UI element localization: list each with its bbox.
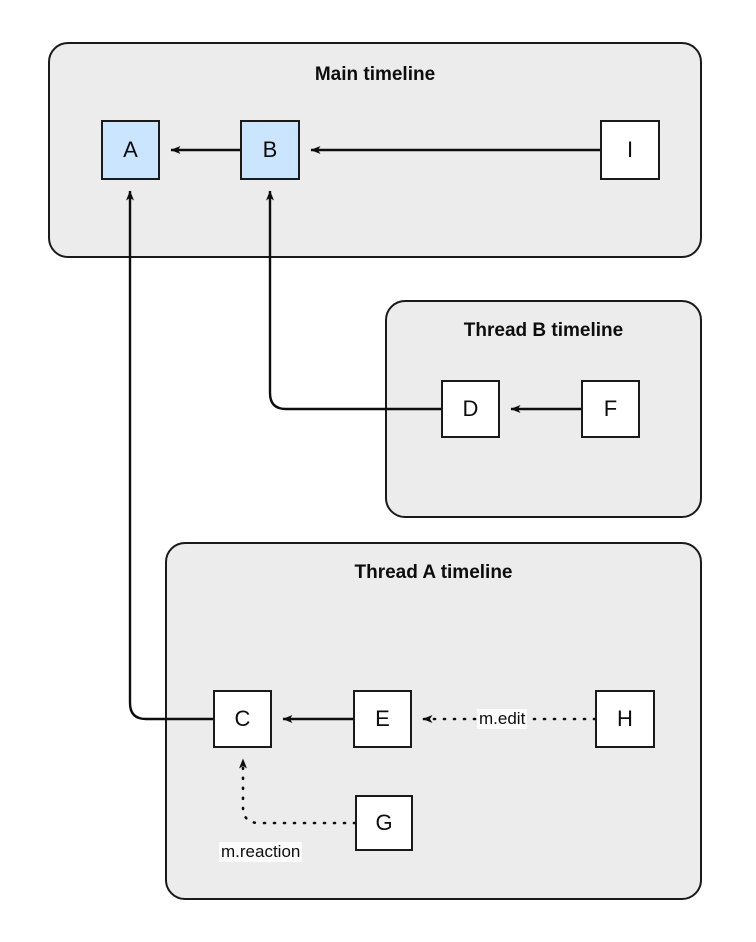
event-node-h-label: H [617,706,633,731]
event-node-e[interactable]: E [353,690,412,748]
event-node-f[interactable]: F [581,380,640,438]
timeline-group-thread-b: Thread B timeline [385,300,702,518]
event-node-g-label: G [375,810,393,835]
event-node-c-label: C [234,706,251,731]
timeline-group-main-title: Main timeline [314,64,436,85]
event-node-d[interactable]: D [441,380,500,438]
event-node-a-label: A [123,137,138,162]
event-node-f-label: F [603,396,618,421]
edge-label-m-reaction: m.reaction [219,842,303,862]
event-node-e-label: E [375,706,390,731]
event-node-a[interactable]: A [101,120,160,180]
event-node-d-label: D [462,396,479,421]
event-node-i[interactable]: I [600,120,660,180]
timeline-group-thread-a-title: Thread A timeline [354,562,513,583]
timeline-group-thread-b-title: Thread B timeline [463,320,624,341]
event-node-b-label: B [262,137,278,162]
event-node-c[interactable]: C [213,690,272,748]
event-node-g[interactable]: G [355,795,413,851]
event-node-i-label: I [626,137,634,162]
edge-label-m-edit: m.edit [477,709,528,729]
event-node-h[interactable]: H [595,690,655,748]
event-node-b[interactable]: B [240,120,300,180]
